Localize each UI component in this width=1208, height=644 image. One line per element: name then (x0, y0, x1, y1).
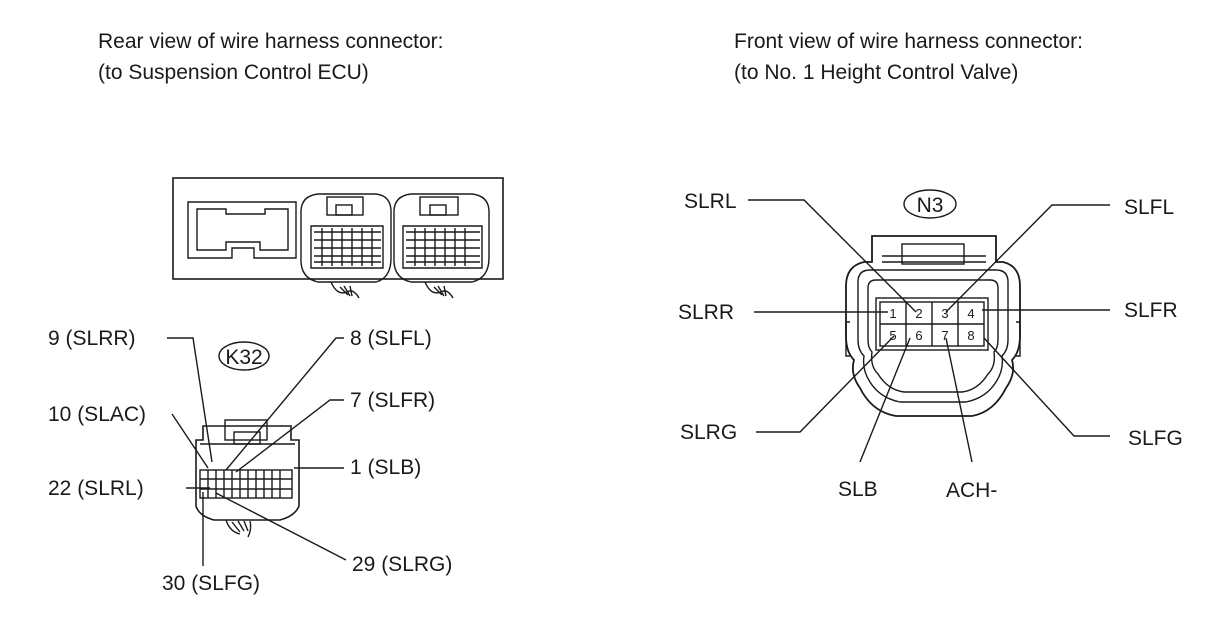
callout-ach: ACH- (946, 479, 997, 502)
pin-number: 3 (941, 306, 948, 321)
callout-slfg: SLFG (1128, 427, 1183, 450)
callout-10-slac: 10 (SLAC) (48, 403, 146, 426)
left-title-line2: (to Suspension Control ECU) (98, 61, 369, 84)
callout-slrr: SLRR (678, 301, 734, 324)
callout-slb: SLB (838, 478, 878, 501)
k32-connector-body (195, 419, 300, 538)
k32-leader-lines (167, 337, 347, 566)
left-title: Rear view of wire harness connector: (to… (98, 26, 444, 88)
ecu-overview (172, 177, 504, 299)
callout-22-slrl: 22 (SLRL) (48, 477, 144, 500)
callout-slfr: SLFR (1124, 299, 1178, 322)
pin-number: 1 (889, 306, 896, 321)
pin-number: 4 (967, 306, 974, 321)
callout-1-slb: 1 (SLB) (350, 456, 421, 479)
k32-code: K32 (225, 346, 262, 369)
callout-29-slrg: 29 (SLRG) (352, 553, 452, 576)
n3-leader-lines (748, 199, 1110, 463)
left-title-line1: Rear view of wire harness connector: (98, 30, 444, 53)
pin-number: 5 (889, 328, 896, 343)
pin-number: 6 (915, 328, 922, 343)
pin-number: 8 (967, 328, 974, 343)
callout-9-slrr: 9 (SLRR) (48, 327, 136, 350)
pin-number: 7 (941, 328, 948, 343)
callout-slfl: SLFL (1124, 196, 1174, 219)
right-title-line2: (to No. 1 Height Control Valve) (734, 61, 1019, 84)
k32-code-oval (218, 341, 270, 371)
right-title-line1: Front view of wire harness connector: (734, 30, 1083, 53)
n3-code: N3 (917, 194, 944, 217)
callout-7-slfr: 7 (SLFR) (350, 389, 435, 412)
n3-code-oval (903, 189, 957, 219)
callout-8-slfl: 8 (SLFL) (350, 327, 432, 350)
callout-30-slfg: 30 (SLFG) (162, 572, 260, 595)
callout-slrg: SLRG (680, 421, 737, 444)
pin-number: 2 (915, 306, 922, 321)
right-title: Front view of wire harness connector: (t… (734, 26, 1083, 88)
callout-slrl: SLRL (684, 190, 737, 213)
n3-connector-body (845, 235, 1021, 417)
